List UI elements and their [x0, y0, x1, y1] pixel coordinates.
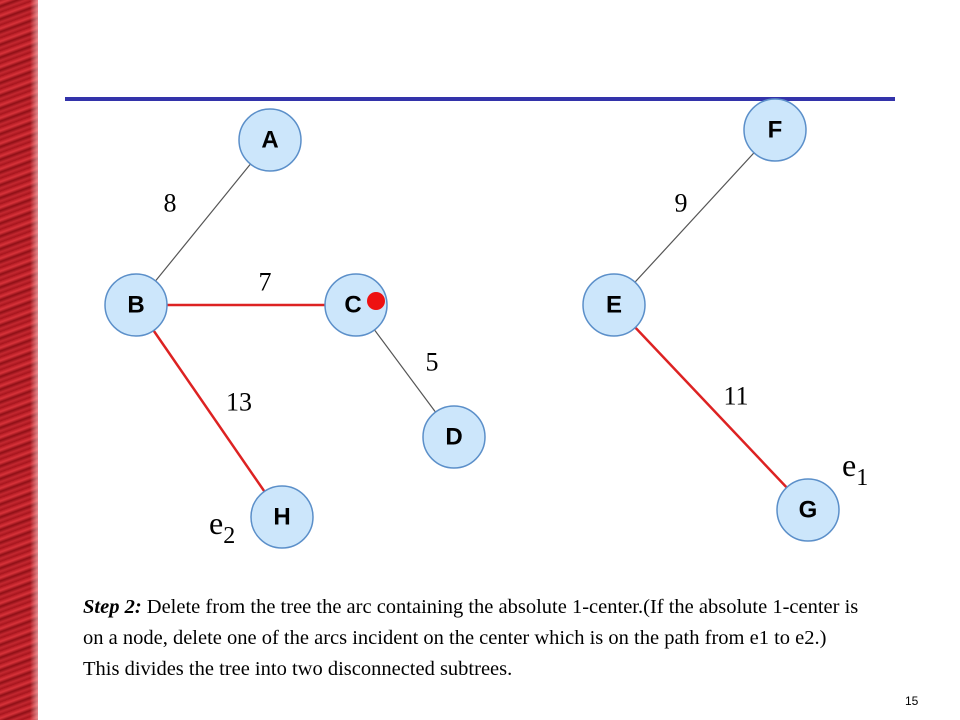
node-label-b: B [127, 292, 144, 319]
edge-f-e [613, 129, 776, 306]
node-label-a: A [261, 127, 278, 154]
node-label-e: E [606, 292, 622, 319]
end-label-e1: e1 [842, 447, 868, 491]
end-label-e2: e2 [209, 505, 235, 549]
node-b [104, 273, 168, 337]
edge-weight-c-d: 5 [426, 348, 439, 377]
node-h [250, 485, 314, 549]
node-label-c: C [344, 292, 361, 319]
edge-weight-b-c: 7 [259, 268, 272, 297]
node-label-h: H [273, 504, 290, 531]
page-number: 15 [905, 694, 919, 708]
node-d [422, 405, 486, 469]
node-f [743, 98, 807, 162]
node-label-g: G [799, 497, 818, 524]
step-caption: Step 2: Delete from the tree the arc con… [83, 592, 863, 685]
node-c [324, 273, 388, 337]
edge-weight-e-g: 11 [723, 382, 748, 411]
edge-weight-f-e: 9 [675, 189, 688, 218]
edge-a-b [135, 139, 271, 306]
node-label-f: F [768, 117, 783, 144]
step-label: Step 2: [83, 596, 142, 618]
edge-weight-a-b: 8 [164, 189, 177, 218]
step-text: Delete from the tree the arc containing … [83, 596, 859, 680]
decorative-side-band [0, 0, 38, 720]
node-e [582, 273, 646, 337]
edge-b-h [134, 304, 284, 518]
title-rule [65, 97, 895, 101]
node-g [776, 478, 840, 542]
node-label-d: D [445, 424, 462, 451]
edge-weight-b-h: 13 [226, 388, 252, 417]
edge-e-g [613, 304, 809, 511]
node-a [238, 108, 302, 172]
center-marker-dot [367, 292, 385, 310]
